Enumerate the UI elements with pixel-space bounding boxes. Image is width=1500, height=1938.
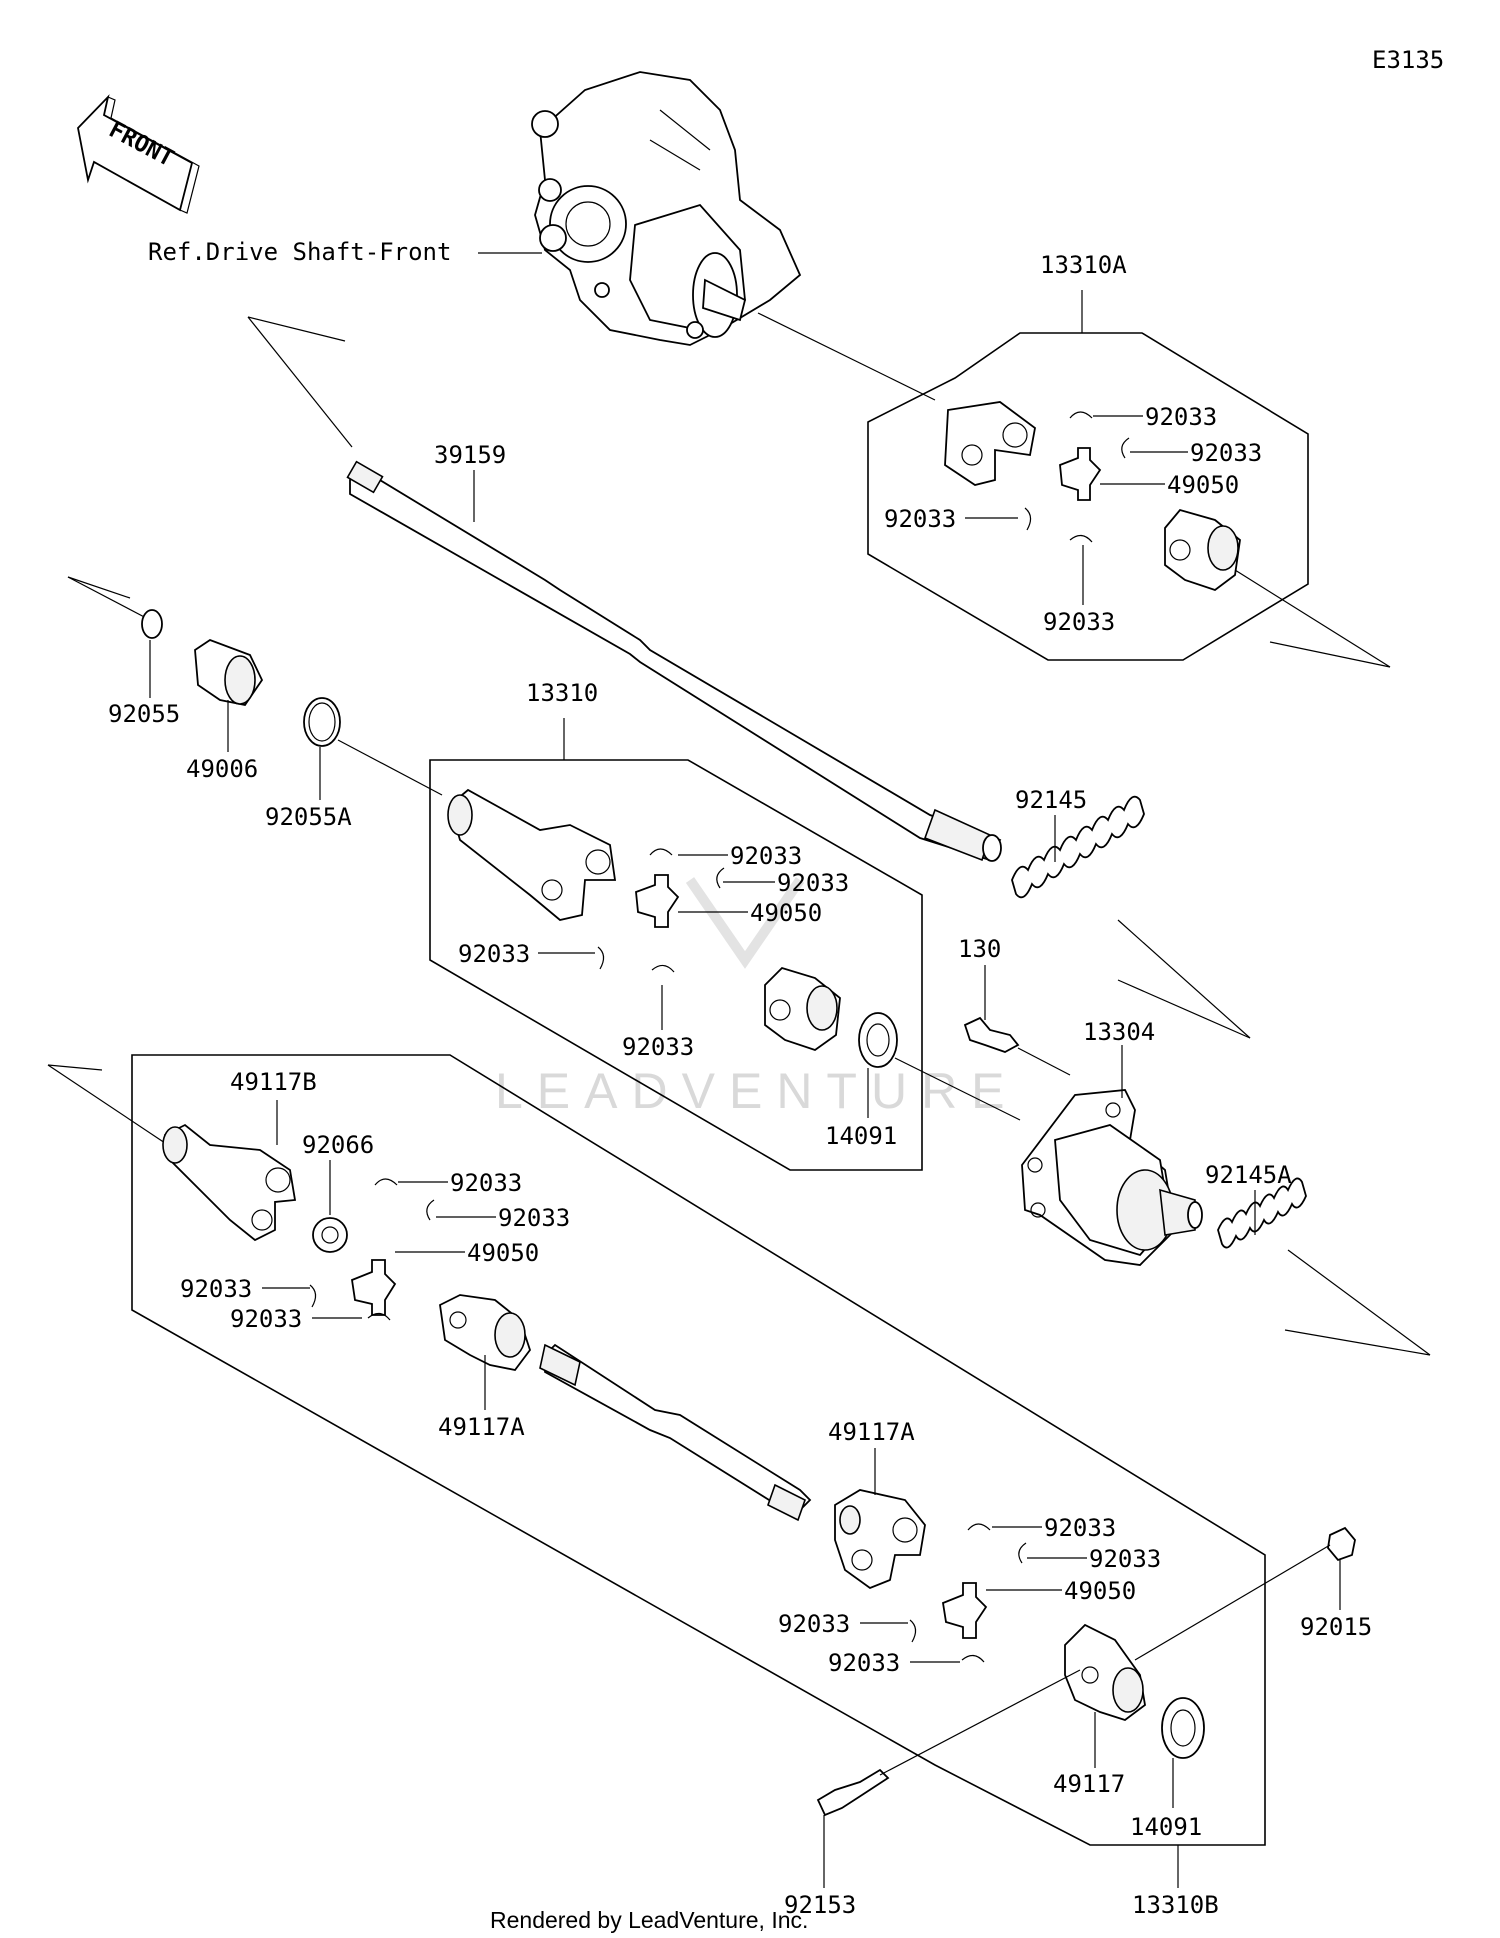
callout-49117A-a: 49117A (438, 1413, 525, 1441)
seal-49006 (194, 638, 264, 706)
kit-a-yoke-front (944, 401, 1036, 486)
callout-92033-c1: 92033 (450, 1169, 522, 1197)
spider-d (941, 1582, 988, 1639)
callout-49117B: 49117B (230, 1068, 317, 1096)
callout-92033-d1: 92033 (1044, 1514, 1116, 1542)
callout-92145A: 92145A (1205, 1161, 1292, 1189)
kit-a-spider (1059, 447, 1102, 501)
spring-92145 (1011, 795, 1145, 899)
propeller-shaft-lower (539, 1343, 812, 1522)
callout-13310A: 13310A (1040, 251, 1127, 279)
callout-92033-d4: 92033 (828, 1649, 900, 1677)
callout-49050-d: 49050 (1064, 1577, 1136, 1605)
o-ring-92055A (303, 697, 341, 747)
callout-130: 130 (958, 935, 1001, 963)
callout-92033-c4: 92033 (230, 1305, 302, 1333)
kit-13310-spider (635, 874, 680, 928)
slip-yoke-49117B (162, 1123, 297, 1242)
kit-13310-yoke (764, 966, 841, 1051)
callout-49117A-b: 49117A (828, 1418, 915, 1446)
o-ring-92055 (141, 609, 163, 639)
callout-14091-b: 14091 (1130, 1813, 1202, 1841)
callout-92066: 92066 (302, 1131, 374, 1159)
spider-c (351, 1259, 397, 1316)
callout-92033-c2: 92033 (498, 1204, 570, 1232)
callout-92033-c3: 92033 (180, 1275, 252, 1303)
bearing-housing-13304 (1021, 1089, 1203, 1266)
washer-14091-lower (1161, 1697, 1205, 1759)
credit-text: Rendered by LeadVenture, Inc. (490, 1907, 808, 1933)
bolt-130 (963, 1016, 1020, 1053)
callout-92033-a2: 92033 (1190, 439, 1262, 467)
nut-92015 (1327, 1526, 1356, 1562)
callout-14091-a: 14091 (825, 1122, 897, 1150)
kit-13310A-outline (867, 332, 1309, 661)
watermark: LEADVENTURE (495, 877, 1019, 1119)
kit-13310-outline (429, 759, 923, 1171)
final-gear-case (531, 71, 802, 346)
callout-92033-b2: 92033 (777, 869, 849, 897)
callout-92033-a1: 92033 (1145, 403, 1217, 431)
callout-92153: 92153 (784, 1891, 856, 1919)
callout-49050-c: 49050 (467, 1239, 539, 1267)
yoke-49117A-lower (834, 1489, 926, 1590)
shaft-39159 (346, 460, 1002, 862)
callout-92145: 92145 (1015, 786, 1087, 814)
callout-49050-a: 49050 (1167, 471, 1239, 499)
callout-92033-b4: 92033 (622, 1033, 694, 1061)
callout-49050-b: 49050 (750, 899, 822, 927)
callout-92033-d3: 92033 (778, 1610, 850, 1638)
callout-92033-d2: 92033 (1089, 1545, 1161, 1573)
callout-92033-a3: 92033 (884, 505, 956, 533)
washer-14091-upper (858, 1012, 898, 1068)
diagram-code: E3135 (1372, 46, 1444, 74)
washer-92066 (312, 1217, 348, 1253)
yoke-49117 (1064, 1623, 1146, 1721)
callout-92055A: 92055A (265, 803, 352, 831)
callout-13304: 13304 (1083, 1018, 1155, 1046)
callout-92033-b3: 92033 (458, 940, 530, 968)
spring-92145A (1217, 1177, 1307, 1249)
callout-92015: 92015 (1300, 1613, 1372, 1641)
callout-92033-a4: 92033 (1043, 608, 1115, 636)
kit-13310-slip-yoke (447, 788, 617, 921)
callout-13310B: 13310B (1132, 1891, 1219, 1919)
reference-label: Ref.Drive Shaft-Front (148, 238, 451, 266)
kit-a-yoke-rear (1164, 508, 1241, 592)
yoke-49117A-upper (439, 1294, 532, 1371)
callout-92033-b1: 92033 (730, 842, 802, 870)
bolt-92153 (816, 1768, 890, 1817)
callout-49117: 49117 (1053, 1770, 1125, 1798)
callout-49006: 49006 (186, 755, 258, 783)
watermark-text: LEADVENTURE (495, 1063, 1019, 1119)
callout-92055: 92055 (108, 700, 180, 728)
callout-13310: 13310 (526, 679, 598, 707)
callout-39159: 39159 (434, 441, 506, 469)
front-direction-arrow: FRONT (77, 94, 200, 214)
